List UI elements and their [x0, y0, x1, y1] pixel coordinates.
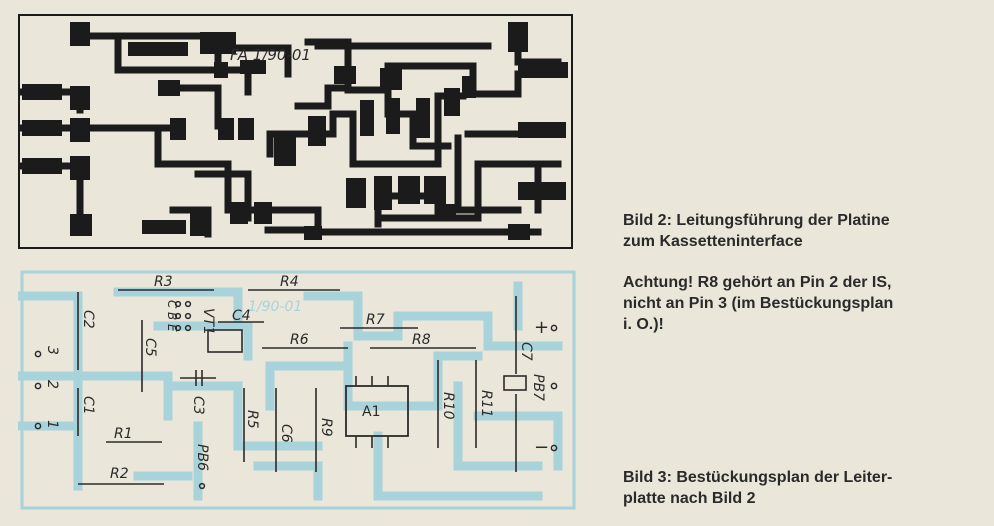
- label-minus: −: [534, 437, 549, 458]
- component-labels: R3 R4 C4 R7 R6 R8 R1 R2 C2 C5 VT1 C1 C3 …: [44, 274, 549, 482]
- label-pb7: PB7: [530, 374, 546, 401]
- caption-bild-3-line-2: platte nach Bild 2: [623, 490, 756, 507]
- label-c2: C2: [80, 310, 96, 329]
- label-r6: R6: [290, 332, 309, 348]
- label-r5: R5: [244, 410, 260, 429]
- label-plus: +: [534, 317, 549, 338]
- label-c5: C5: [142, 338, 158, 357]
- label-pb6: PB6: [194, 444, 210, 471]
- label-r4: R4: [280, 274, 299, 290]
- label-r10: R10: [440, 392, 456, 420]
- caption-note-line-2: nicht an Pin 3 (im Bestückungsplan: [623, 295, 894, 312]
- label-pin-3: 3: [44, 346, 60, 355]
- label-a1: A1: [362, 404, 380, 420]
- caption-warning-note: Achtung! R8 gehört an Pin 2 der IS, nich…: [623, 272, 981, 335]
- caption-bild-3: Bild 3: Bestückungsplan der Leiter- plat…: [623, 467, 981, 509]
- label-transistor-c: C: [165, 300, 179, 309]
- label-r11: R11: [478, 390, 494, 418]
- assembly-board-code-ghost: 1/90-01: [248, 299, 302, 315]
- label-r9: R9: [318, 418, 334, 437]
- ic-a1: A1: [345, 376, 409, 448]
- caption-bild-2-line-1: Bild 2: Leitungsführung der Platine: [623, 212, 890, 229]
- label-r7: R7: [366, 312, 385, 328]
- connector-pads: [34, 300, 558, 490]
- caption-bild-2-line-2: zum Kassetteninterface: [623, 233, 803, 250]
- label-c7: C7: [518, 342, 534, 361]
- label-c1: C1: [80, 396, 96, 415]
- label-pin-1: 1: [44, 420, 60, 429]
- caption-note-line-3: i. O.)!: [623, 316, 664, 333]
- label-pin-2: 2: [44, 380, 60, 389]
- assembly-ghost-traces: [18, 270, 576, 510]
- caption-note-line-1: Achtung! R8 gehört an Pin 2 der IS,: [623, 274, 892, 291]
- pcb-trace-layout: FA 1/90-01: [18, 14, 573, 249]
- label-r2: R2: [110, 466, 129, 482]
- label-c3: C3: [190, 396, 206, 415]
- component-assembly-plan: 1/90-01: [18, 270, 576, 510]
- label-c4: C4: [232, 308, 251, 324]
- label-c6: C6: [278, 424, 294, 443]
- label-r1: R1: [114, 426, 133, 442]
- label-transistor-b: B: [165, 312, 179, 320]
- label-r3: R3: [154, 274, 173, 290]
- label-r8: R8: [412, 332, 431, 348]
- pcb-board-code: FA 1/90-01: [230, 46, 311, 64]
- label-vt1: VT1: [200, 308, 216, 335]
- caption-bild-3-line-1: Bild 3: Bestückungsplan der Leiter-: [623, 469, 893, 486]
- component-outlines: [77, 289, 527, 485]
- caption-bild-2: Bild 2: Leitungsführung der Platine zum …: [623, 210, 981, 252]
- pcb-pads: [22, 22, 568, 240]
- label-transistor-e: E: [165, 324, 179, 332]
